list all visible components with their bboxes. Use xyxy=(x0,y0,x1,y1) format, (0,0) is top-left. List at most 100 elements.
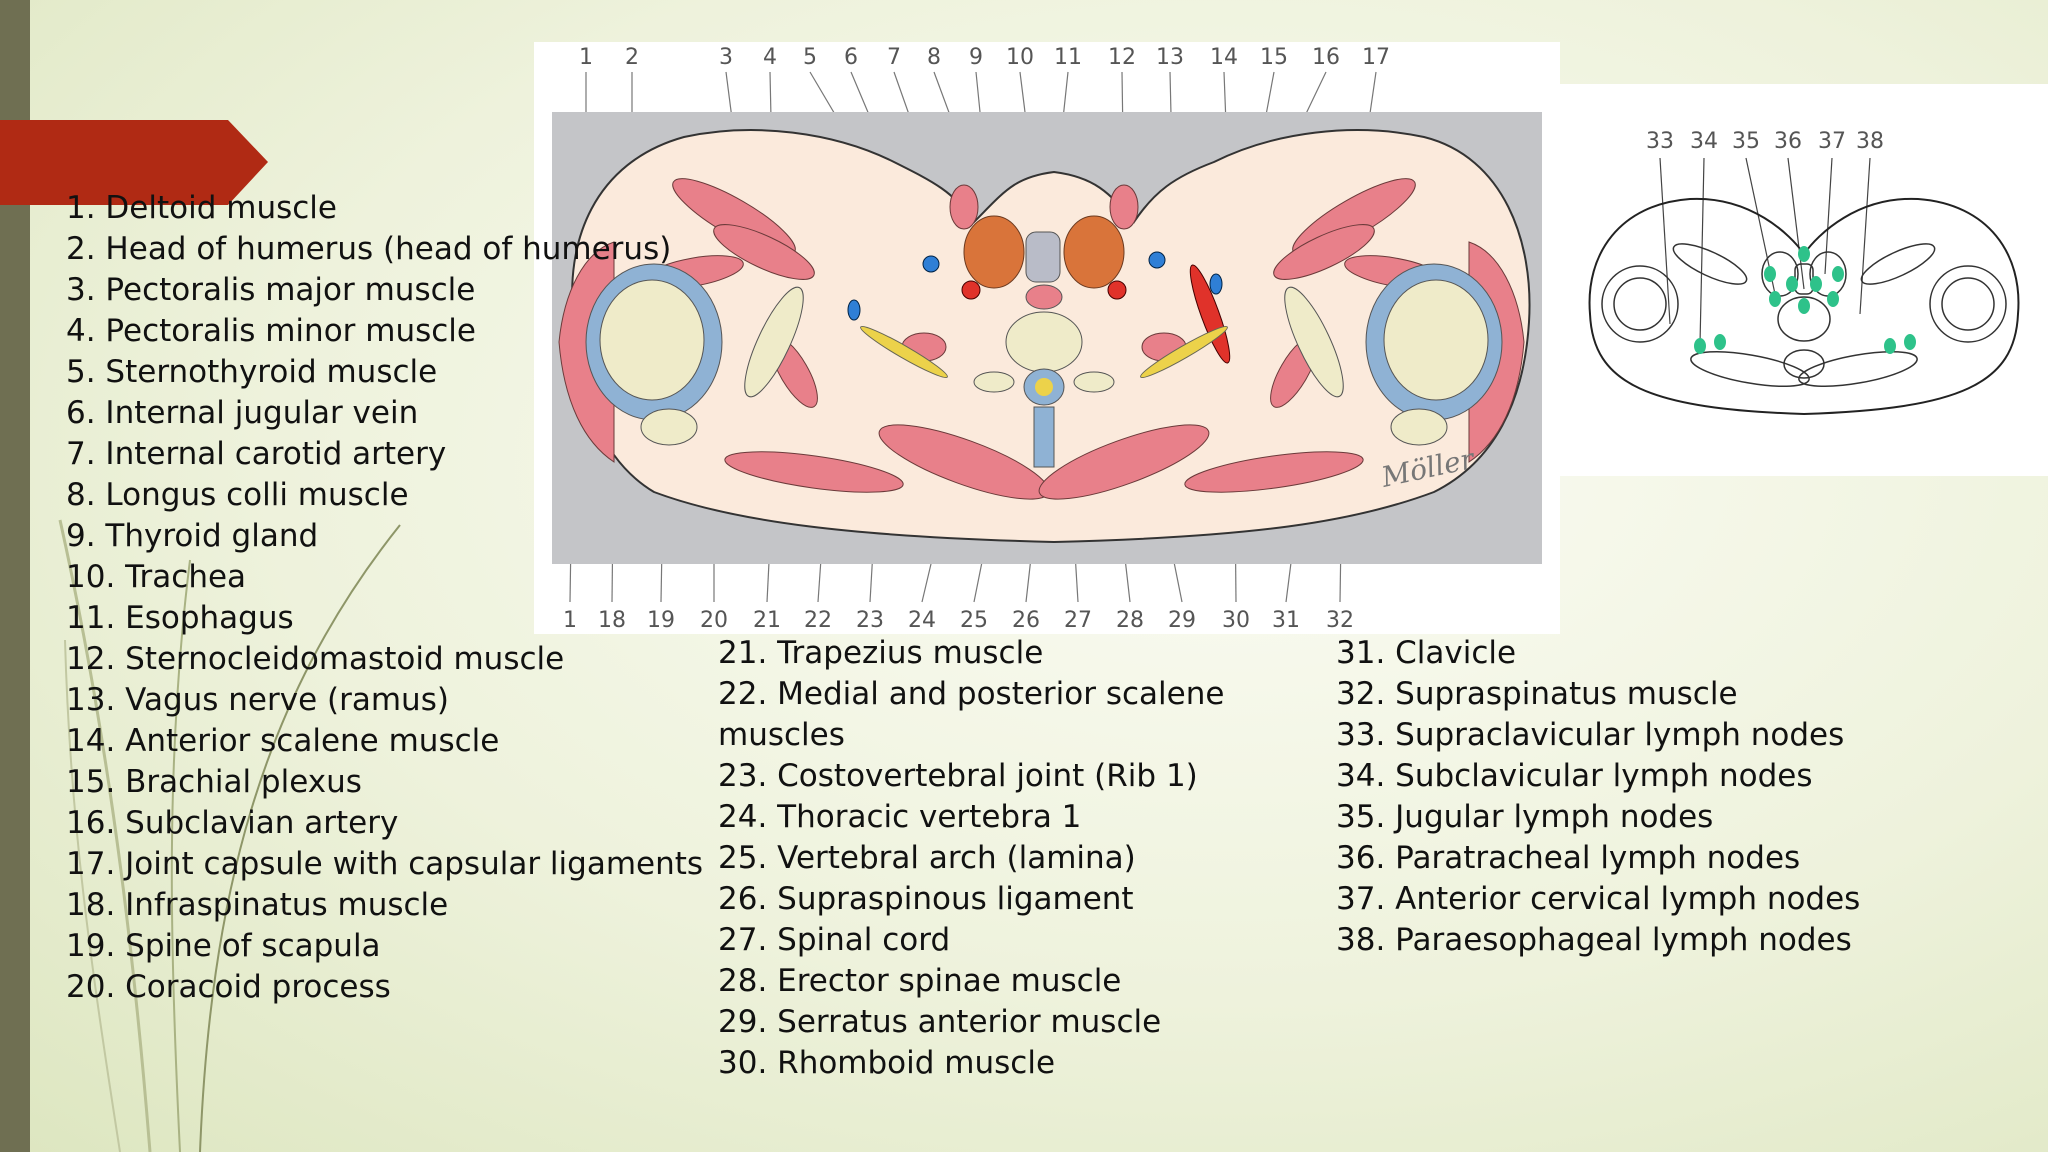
central-structures xyxy=(963,215,1125,468)
top-label-number: 10 xyxy=(1006,45,1034,70)
legend-item: 33. Supraclavicular lymph nodes xyxy=(1336,717,1845,753)
top-label-number: 7 xyxy=(887,45,901,70)
legend-item: 22. Medial and posterior scalene xyxy=(718,676,1225,712)
top-label-number: 1 xyxy=(579,45,593,70)
legend-item: 19. Spine of scapula xyxy=(66,928,381,964)
small-structures xyxy=(1601,243,2007,388)
legend-item: 30. Rhomboid muscle xyxy=(718,1045,1056,1081)
legend-item: 20. Coracoid process xyxy=(66,969,391,1005)
lymph-node xyxy=(1884,338,1896,354)
legend-item: 29. Serratus anterior muscle xyxy=(718,1004,1162,1040)
bottom-label-number: 22 xyxy=(804,608,832,633)
decorative-grass xyxy=(58,519,401,1152)
legend-item: 9. Thyroid gland xyxy=(66,518,319,554)
small-label-number: 36 xyxy=(1774,129,1802,154)
legend-item: 37. Anterior cervical lymph nodes xyxy=(1336,881,1861,917)
legend-item: 1. Deltoid muscle xyxy=(66,190,337,226)
bottom-label-number: 27 xyxy=(1064,608,1092,633)
bottom-label-number: 23 xyxy=(856,608,884,633)
bottom-label-number: 24 xyxy=(908,608,936,633)
humeral-heads xyxy=(585,263,1503,446)
bottom-label-number: 1 xyxy=(563,608,577,633)
top-label-number: 9 xyxy=(969,45,983,70)
lymph-node xyxy=(1786,276,1798,292)
lymph-node xyxy=(1714,334,1726,350)
legend-item: 14. Anterior scalene muscle xyxy=(66,723,500,759)
legend-item: 6. Internal jugular vein xyxy=(66,395,419,431)
small-label-number: 33 xyxy=(1646,129,1674,154)
legend-item: 17. Joint capsule with capsular ligament… xyxy=(66,846,704,882)
top-label-number: 6 xyxy=(844,45,858,70)
legend-item: 21. Trapezius muscle xyxy=(718,635,1044,671)
legend-item: 8. Longus colli muscle xyxy=(66,477,409,513)
legend-item: 38. Paraesophageal lymph nodes xyxy=(1336,922,1852,958)
legend-column-2: 21. Trapezius muscle 22. Medial and poste… xyxy=(718,633,1224,1084)
bottom-label-number: 26 xyxy=(1012,608,1040,633)
legend-item: 4. Pectoralis minor muscle xyxy=(66,313,476,349)
top-label-number: 13 xyxy=(1156,45,1184,70)
legend-item: 16. Subclavian artery xyxy=(66,805,399,841)
small-label-number: 38 xyxy=(1856,129,1884,154)
top-label-number: 16 xyxy=(1312,45,1340,70)
top-label-number: 8 xyxy=(927,45,941,70)
legend-item: 28. Erector spinae muscle xyxy=(718,963,1122,999)
leader-line xyxy=(1659,157,1671,325)
top-label-number: 4 xyxy=(763,45,777,70)
lymph-node xyxy=(1904,334,1916,350)
legend-item: 36. Paratracheal lymph nodes xyxy=(1336,840,1801,876)
bottom-label-number: 19 xyxy=(647,608,675,633)
bottom-label-number: 25 xyxy=(960,608,988,633)
legend-item: 13. Vagus nerve (ramus) xyxy=(66,682,449,718)
top-label-number: 12 xyxy=(1108,45,1136,70)
top-label-number: 17 xyxy=(1362,45,1390,70)
lymph-node xyxy=(1832,266,1844,282)
bottom-label-number: 32 xyxy=(1326,608,1354,633)
title-arrow-accent xyxy=(0,120,268,205)
legend-item: 12. Sternocleidomastoid muscle xyxy=(66,641,565,677)
vessels xyxy=(847,251,1231,379)
lymph-node xyxy=(1827,291,1839,307)
small-body-outline xyxy=(1588,197,2020,416)
bottom-label-number: 31 xyxy=(1272,608,1300,633)
leader-line xyxy=(1859,157,1871,315)
legend-item: 34. Subclavicular lymph nodes xyxy=(1336,758,1813,794)
small-label-number: 37 xyxy=(1818,129,1846,154)
legend-item: 10. Trachea xyxy=(66,559,247,595)
bottom-label-number: 30 xyxy=(1222,608,1250,633)
legend-item: muscles xyxy=(718,717,845,753)
small-leader-lines xyxy=(1659,157,1871,345)
legend-item: 23. Costovertebral joint (Rib 1) xyxy=(718,758,1198,794)
top-label-number: 2 xyxy=(625,45,639,70)
top-label-number: 3 xyxy=(719,45,733,70)
bottom-label-number: 21 xyxy=(753,608,781,633)
lymph-node xyxy=(1764,266,1776,282)
legend-item: 31. Clavicle xyxy=(1336,635,1517,671)
lymph-node xyxy=(1798,298,1810,314)
legend-item: 35. Jugular lymph nodes xyxy=(1336,799,1714,835)
bottom-label-number: 20 xyxy=(700,608,728,633)
top-label-number: 5 xyxy=(803,45,817,70)
bottom-label-number: 28 xyxy=(1116,608,1144,633)
bottom-label-number: 29 xyxy=(1168,608,1196,633)
lymph-node xyxy=(1810,276,1822,292)
small-label-number: 35 xyxy=(1732,129,1760,154)
top-label-number: 14 xyxy=(1210,45,1238,70)
leader-line xyxy=(1787,157,1805,290)
legend-item: 32. Supraspinatus muscle xyxy=(1336,676,1738,712)
legend-item: 25. Vertebral arch (lamina) xyxy=(718,840,1136,876)
legend-item: 3. Pectoralis major muscle xyxy=(66,272,476,308)
lymph-nodes xyxy=(1694,246,1916,354)
legend-item: 26. Supraspinous ligament xyxy=(718,881,1134,917)
legend-item: 15. Brachial plexus xyxy=(66,764,362,800)
legend-column-3: 31. Clavicle 32. Supraspinatus muscle 33. … xyxy=(1336,633,1860,961)
legend-item: 11. Esophagus xyxy=(66,600,294,636)
legend-item: 27. Spinal cord xyxy=(718,922,951,958)
